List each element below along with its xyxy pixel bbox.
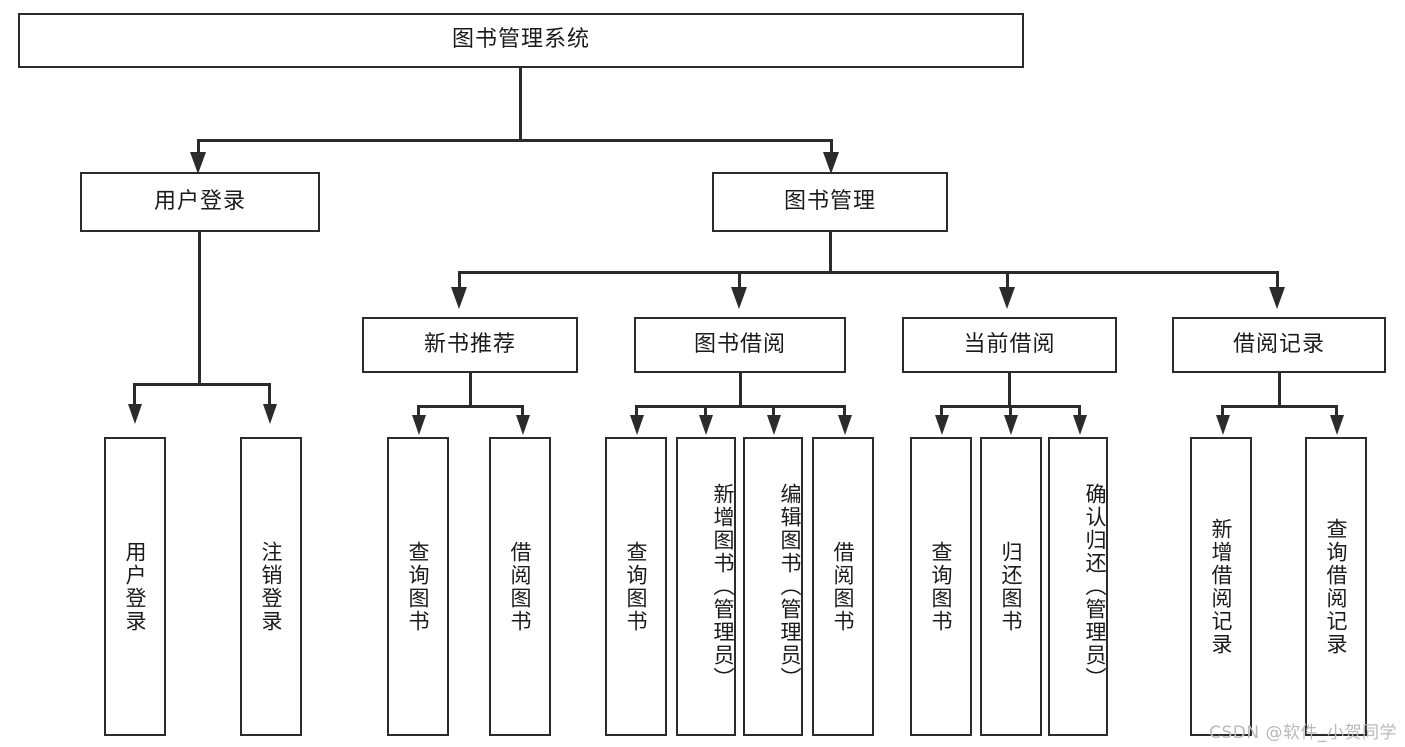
connector-user-login-child-1 [268,383,271,413]
leaf-current-borrow-confirm-return-admin[interactable]: 确认归还（管理员） [1048,437,1108,736]
connector-borrow-record-child-1 [1335,405,1338,423]
arrowhead-borrow-record-child-0 [1216,415,1230,435]
connector-borrow-record-bus [1221,405,1338,408]
connector-book-borrow-child-2 [772,405,775,423]
arrowhead-current-borrow-child-2 [1073,415,1087,435]
leaf-borrow-record-query-record[interactable]: 查询借阅记录 [1305,437,1367,736]
leaf-book-borrow-borrow-book[interactable]: 借阅图书 [812,437,874,736]
connector-borrow-record-stem [1278,373,1281,407]
leaf-label: 借阅图书 [831,540,856,633]
connector-current-borrow-stem [1008,373,1011,407]
leaf-book-borrow-edit-book-admin[interactable]: 编辑图书（管理员） [743,437,803,736]
connector-to-new-book-recommend [458,271,461,298]
node-new-book-recommend[interactable]: 新书推荐 [362,317,578,373]
leaf-current-borrow-query-book[interactable]: 查询图书 [910,437,972,736]
connector-book-management-stem [829,232,832,273]
arrowhead-to-user-login [190,152,206,174]
leaf-label: 编辑图书（管理员） [778,483,802,690]
arrowhead-user-login-child-1 [263,404,277,424]
leaf-label: 用户登录 [123,540,148,633]
arrowhead-current-borrow-child-1 [1004,415,1018,435]
node-book-borrow[interactable]: 图书借阅 [634,317,846,373]
leaf-label: 新增图书（管理员） [711,483,735,690]
connector-current-borrow-child-0 [940,405,943,423]
arrowhead-new-book-recommend-child-1 [516,415,530,435]
connector-user-login-bus [133,383,270,386]
leaf-user-login-logout[interactable]: 注销登录 [240,437,302,736]
node-user-login[interactable]: 用户登录 [80,172,320,232]
arrowhead-to-book-management [823,152,839,174]
node-label: 借阅记录 [1232,331,1325,357]
connector-book-borrow-child-1 [704,405,707,423]
leaf-label: 借阅图书 [508,540,533,633]
node-label: 图书管理系统 [451,27,590,53]
arrowhead-to-new-book-recommend [451,287,467,309]
arrowhead-borrow-record-child-1 [1330,415,1344,435]
arrowhead-to-current-borrow [999,287,1015,309]
arrowhead-book-borrow-child-0 [630,415,644,435]
connector-level2-bus [197,139,833,142]
connector-to-current-borrow [1006,271,1009,298]
connector-borrow-record-child-0 [1221,405,1224,423]
node-current-borrow[interactable]: 当前借阅 [902,317,1117,373]
leaf-label: 查询图书 [406,540,431,633]
connector-to-book-borrow [738,271,741,298]
node-root-book-management-system[interactable]: 图书管理系统 [18,13,1024,68]
arrowhead-book-borrow-child-3 [838,415,852,435]
connector-new-book-recommend-child-0 [417,405,420,423]
leaf-book-borrow-add-book-admin[interactable]: 新增图书（管理员） [676,437,736,736]
connector-user-login-stem [198,232,201,385]
connector-user-login-child-0 [133,383,136,413]
connector-to-book-management [830,139,833,164]
leaf-current-borrow-return-book[interactable]: 归还图书 [980,437,1042,736]
leaf-label: 查询图书 [929,540,954,633]
leaf-borrow-record-add-record[interactable]: 新增借阅记录 [1190,437,1252,736]
arrowhead-user-login-child-0 [128,404,142,424]
leaf-label: 注销登录 [259,540,284,633]
leaf-book-borrow-query-book[interactable]: 查询图书 [605,437,667,736]
leaf-label: 查询借阅记录 [1324,517,1349,656]
arrowhead-to-borrow-record [1269,287,1285,309]
leaf-label: 归还图书 [999,540,1024,633]
connector-to-borrow-record [1276,271,1279,298]
node-label: 图书管理 [783,188,876,214]
connector-new-book-recommend-child-1 [521,405,524,423]
arrowhead-to-book-borrow [731,287,747,309]
node-book-management[interactable]: 图书管理 [712,172,948,232]
connector-book-borrow-stem [739,373,742,407]
node-label: 当前借阅 [963,331,1056,357]
connector-book-borrow-child-3 [843,405,846,423]
node-label: 用户登录 [153,188,246,214]
leaf-label: 新增借阅记录 [1209,517,1234,656]
leaf-new-book-borrow-book[interactable]: 借阅图书 [489,437,551,736]
leaf-label: 确认归还（管理员） [1083,483,1107,690]
connector-book-borrow-bus [635,405,846,408]
connector-to-user-login [197,139,200,164]
node-label: 新书推荐 [423,331,516,357]
leaf-label: 查询图书 [624,540,649,633]
arrowhead-book-borrow-child-2 [767,415,781,435]
arrowhead-current-borrow-child-0 [935,415,949,435]
connector-level3-bus [458,271,1279,274]
connector-root-stem [519,68,522,141]
connector-current-borrow-child-2 [1078,405,1081,423]
connector-current-borrow-child-1 [1009,405,1012,423]
arrowhead-new-book-recommend-child-0 [412,415,426,435]
leaf-new-book-query-book[interactable]: 查询图书 [387,437,449,736]
connector-new-book-recommend-stem [469,373,472,407]
connector-book-borrow-child-0 [635,405,638,423]
arrowhead-book-borrow-child-1 [699,415,713,435]
node-borrow-record[interactable]: 借阅记录 [1172,317,1386,373]
leaf-user-login-login[interactable]: 用户登录 [104,437,166,736]
connector-new-book-recommend-bus [417,405,524,408]
node-label: 图书借阅 [693,331,786,357]
